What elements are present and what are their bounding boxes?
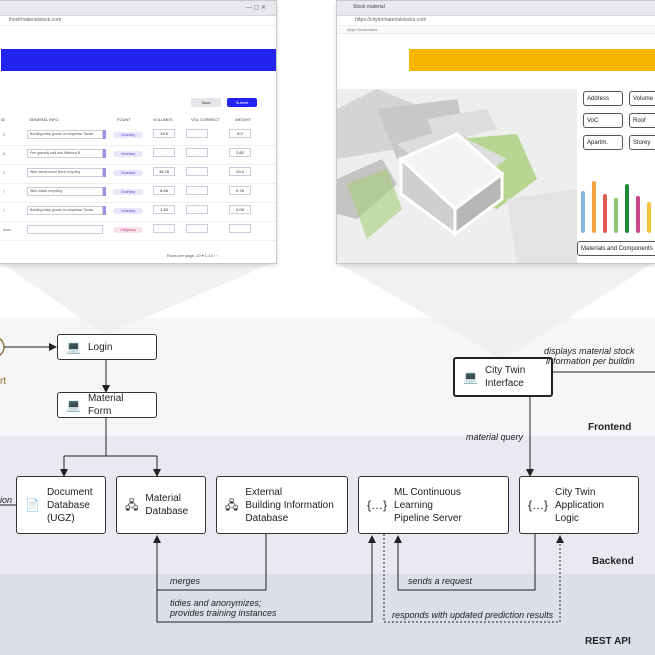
frontend-layer-label: Frontend (588, 422, 632, 433)
database-server-icon: 🖧 (125, 498, 139, 512)
laptop-icon: 💻 (66, 398, 81, 412)
blue-banner (1, 49, 276, 71)
column-header: WEIGHT (235, 117, 251, 122)
responds-note: responds with updated prediction results (392, 610, 554, 620)
column-header: ID (1, 117, 5, 122)
address-bar[interactable]: lhost/materialstock.com (0, 16, 276, 26)
attribute-address[interactable]: Address (583, 91, 623, 106)
material-bar (614, 198, 618, 233)
material-bar (647, 202, 651, 233)
column-header: VOLUMES (153, 117, 173, 122)
rest-api-layer (0, 574, 655, 655)
city-twin-screenshot: Stock material https://cityformaterialst… (336, 0, 655, 264)
document-icon: 📄 (25, 498, 40, 512)
material-database-node[interactable]: 🖧 Material Database (116, 476, 206, 534)
material-bar (592, 181, 596, 233)
attribute-roof[interactable]: Roof (629, 113, 655, 128)
attribute-apartments[interactable]: Apartm. (583, 135, 623, 150)
attribute-voc[interactable]: VoC (583, 113, 623, 128)
attribute-storey[interactable]: Storey (629, 135, 655, 150)
submit-button[interactable]: Submit (227, 98, 257, 107)
material-form-node[interactable]: 💻 Material Form (57, 392, 157, 418)
material-bar (625, 184, 629, 233)
code-braces-icon: {…} (367, 498, 388, 512)
displays-note: displays material stock information per … (544, 346, 635, 366)
material-query-note: material query (466, 432, 524, 442)
column-header: VOL CORRECT (191, 117, 220, 122)
attribute-volume[interactable]: Volume (629, 91, 655, 106)
laptop-icon: 💻 (463, 370, 478, 384)
code-braces-icon: {…} (528, 498, 549, 512)
material-bar (581, 191, 585, 233)
rest-api-layer-label: REST API (585, 636, 631, 647)
merges-note: merges (170, 576, 201, 586)
address-bar[interactable]: https://cityformaterialstocks.com (337, 16, 655, 26)
yellow-banner (409, 49, 655, 71)
browser-tab[interactable]: Stock material (353, 4, 385, 10)
material-bar (603, 194, 607, 233)
save-button[interactable]: Save (191, 98, 221, 107)
bookmarks-bar: Apps Bookmarks (337, 26, 655, 34)
material-bar (636, 196, 640, 233)
sends-request-note: sends a request (408, 576, 473, 586)
browser-tab-bar: — ▢ ✕ (0, 1, 276, 16)
tidies-note: tidies and anonymizes; provides training… (170, 598, 277, 618)
3d-city-view[interactable] (337, 89, 577, 263)
table-header: ID GENERAL INFO FOUNT VOLUMES VOL CORREC… (1, 117, 273, 122)
database-server-icon: 🖧 (225, 498, 239, 512)
city-twin-interface-node[interactable]: 💻 City Twin Interface (453, 357, 553, 397)
city-twin-application-logic-node[interactable]: {…} City Twin Application Logic (519, 476, 639, 534)
backend-layer-label: Backend (592, 556, 634, 567)
materials-and-components-button[interactable]: Materials and Components (577, 241, 655, 256)
laptop-icon: 💻 (66, 340, 81, 354)
column-header: GENERAL INFO (29, 117, 59, 122)
window-controls-icon: — ▢ ✕ (245, 5, 266, 11)
login-node[interactable]: 💻 Login (57, 334, 157, 360)
column-header: FOUNT (117, 117, 131, 122)
document-database-node[interactable]: 📄 Document Database (UGZ) (16, 476, 106, 534)
pagination[interactable]: Rows per page: 10 ▾ 1-10 ‹ › (167, 253, 218, 258)
external-building-database-node[interactable]: 🖧 External Building Information Database (216, 476, 348, 534)
start-label: rt (0, 376, 7, 387)
material-bar-chart (577, 177, 655, 235)
material-form-screenshot: — ▢ ✕ lhost/materialstock.com Save Submi… (0, 0, 277, 264)
ml-pipeline-server-node[interactable]: {…} ML Continuous Learning Pipeline Serv… (358, 476, 509, 534)
cut-off-label: ion (0, 495, 13, 505)
browser-tab-bar: Stock material (337, 1, 655, 16)
